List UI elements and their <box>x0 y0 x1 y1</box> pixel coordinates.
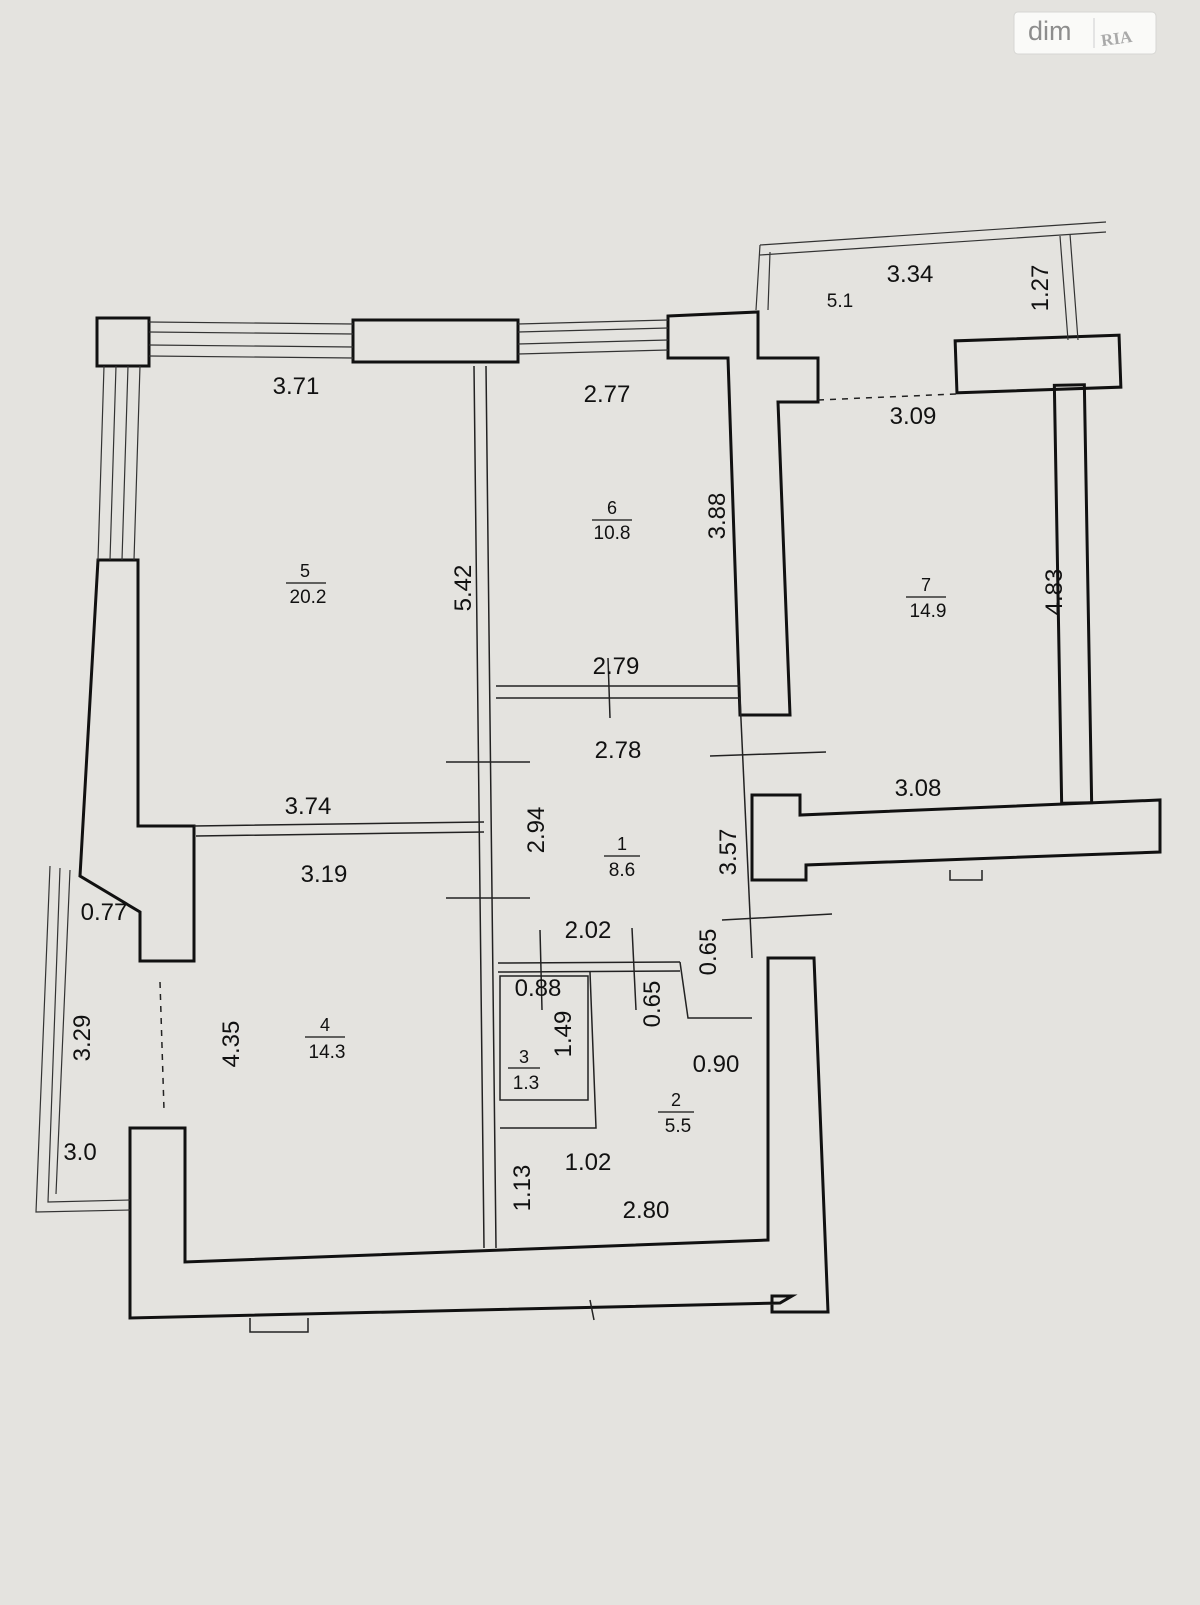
svg-text:5.5: 5.5 <box>665 1116 691 1137</box>
dim-label: 3.34 <box>887 261 934 288</box>
svg-text:dim: dim <box>1028 16 1072 46</box>
svg-text:14.3: 14.3 <box>309 1042 346 1063</box>
dim-label: 2.02 <box>565 917 612 944</box>
svg-text:2: 2 <box>671 1090 681 1110</box>
svg-text:4: 4 <box>320 1015 330 1035</box>
svg-text:20.2: 20.2 <box>290 587 327 608</box>
dim-label: 3.74 <box>285 793 332 820</box>
room-7-label: 7 14.9 <box>906 575 946 622</box>
svg-text:8.6: 8.6 <box>609 860 635 881</box>
room-labels: 5 20.2 6 10.8 7 14.9 1 8.6 4 14.3 3 1.3 <box>286 291 946 1137</box>
svg-text:1: 1 <box>617 834 627 854</box>
dim-label: 3.57 <box>715 829 742 876</box>
walls <box>78 310 1162 1320</box>
dim-label: 2.80 <box>623 1197 670 1224</box>
dim-label: 3.29 <box>69 1015 96 1062</box>
dim-label: 3.08 <box>895 775 942 802</box>
svg-text:7: 7 <box>921 575 931 595</box>
dim-label: 0.65 <box>639 981 666 1028</box>
balcony-label: 5.1 <box>827 291 853 312</box>
svg-text:1.3: 1.3 <box>513 1073 539 1094</box>
room-1-label: 1 8.6 <box>604 834 640 881</box>
dim-label: 2.78 <box>595 737 642 764</box>
dim-label: 4.83 <box>1041 569 1068 616</box>
dimension-labels: 3.34 1.27 3.71 2.77 3.09 5.42 3.88 4.83 … <box>63 261 1068 1224</box>
room-2-label: 2 5.5 <box>658 1090 694 1137</box>
dim-label: 3.09 <box>890 403 937 430</box>
svg-text:10.8: 10.8 <box>594 523 631 544</box>
dim-label: 2.77 <box>584 381 631 408</box>
dim-label: 1.02 <box>565 1149 612 1176</box>
dim-label: 2.79 <box>593 653 640 680</box>
dim-label: 3.19 <box>301 861 348 888</box>
svg-text:6: 6 <box>607 498 617 518</box>
svg-text:RIA: RIA <box>1100 27 1134 50</box>
dim-label: 5.42 <box>450 565 477 612</box>
room-5-label: 5 20.2 <box>286 561 326 608</box>
dim-label: 0.90 <box>693 1051 740 1078</box>
windows <box>35 221 1107 1333</box>
dim-label: 3.88 <box>704 493 731 540</box>
room-6-label: 6 10.8 <box>592 498 632 544</box>
svg-text:14.9: 14.9 <box>910 601 947 622</box>
dim-label: 0.77 <box>81 899 128 926</box>
svg-text:3: 3 <box>519 1047 529 1067</box>
dim-label: 2.94 <box>523 807 550 854</box>
dim-label: 0.65 <box>695 929 722 976</box>
room-4-label: 4 14.3 <box>305 1015 345 1063</box>
dim-label: 1.13 <box>509 1165 536 1212</box>
dim-label: 1.49 <box>550 1011 577 1058</box>
dim-ria-watermark: dim RIA <box>1013 11 1157 55</box>
dim-label: 1.27 <box>1027 265 1054 312</box>
dim-label: 4.35 <box>218 1021 245 1068</box>
dim-label: 3.71 <box>273 373 320 400</box>
dim-label: 3.0 <box>63 1139 96 1166</box>
dim-label: 0.88 <box>515 975 562 1002</box>
svg-text:5: 5 <box>300 561 310 581</box>
room-3-label: 3 1.3 <box>508 1047 540 1094</box>
